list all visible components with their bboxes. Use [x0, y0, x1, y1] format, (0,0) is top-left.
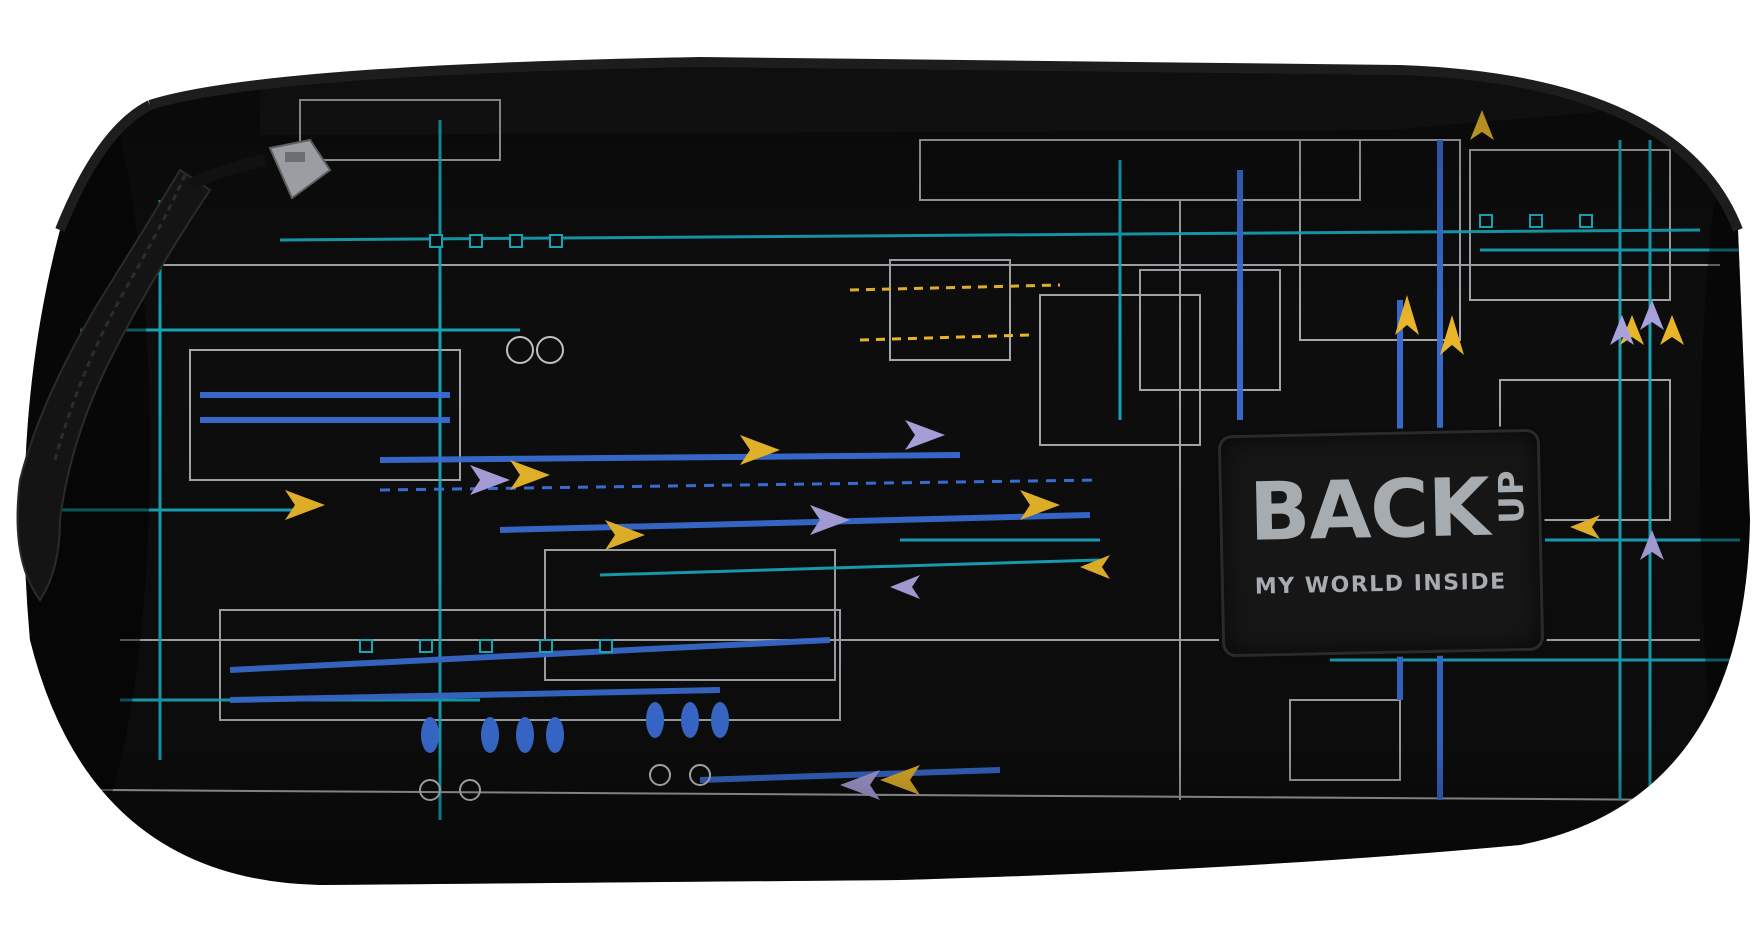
brand-logo-up: UP	[1491, 468, 1533, 525]
brand-logo-main: BACK	[1248, 460, 1490, 559]
brand-label: BACK UP MY WORLD INSIDE	[1217, 428, 1545, 658]
brand-tagline: MY WORLD INSIDE	[1254, 569, 1507, 600]
zipper-pull[interactable]	[16, 138, 332, 602]
zipper-seam	[148, 56, 1743, 232]
brand-logo: BACK UP	[1248, 460, 1533, 559]
